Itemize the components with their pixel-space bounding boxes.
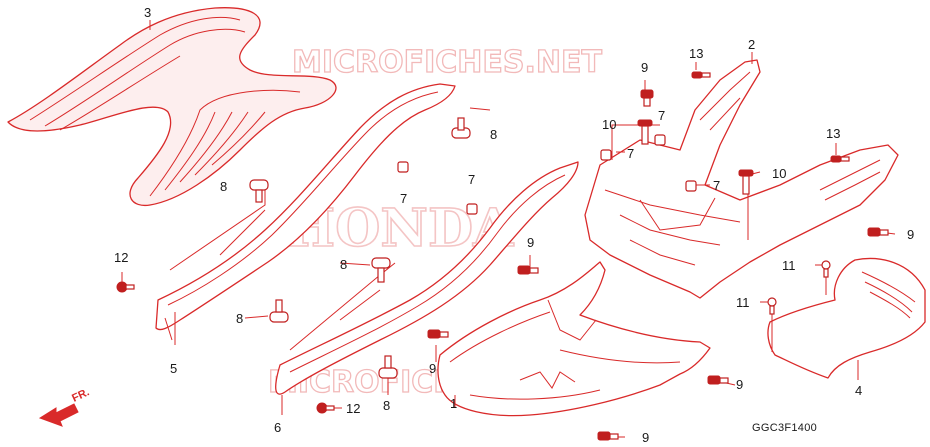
fastener-screw-13a — [691, 71, 711, 79]
fastener-nut-7e — [685, 180, 697, 192]
callout-4: 4 — [855, 383, 862, 398]
callout-9-lower-left: 9 — [429, 361, 436, 376]
callout-11-lower: 11 — [736, 295, 750, 310]
callout-10-left: 10 — [602, 117, 616, 132]
watermark-top: MICROFICHES.NET — [292, 45, 603, 80]
fastener-nut-7a — [397, 161, 409, 173]
callout-9-top: 9 — [641, 60, 648, 75]
callout-7-left: 7 — [400, 191, 407, 206]
callout-5: 5 — [170, 361, 177, 376]
part-5-side-cover-left — [155, 83, 456, 345]
fastener-screw-12a — [116, 281, 135, 293]
callout-12-bottom: 12 — [346, 401, 360, 416]
fastener-bolt-9d — [707, 375, 729, 385]
fastener-screw-11a — [821, 260, 831, 278]
fastener-clip-8a — [249, 179, 269, 203]
callout-10-right: 10 — [772, 166, 786, 181]
fastener-screw-13b — [830, 155, 850, 163]
callout-6: 6 — [274, 420, 281, 435]
callout-8-upper-right: 8 — [490, 127, 497, 142]
callout-12-left: 12 — [114, 250, 128, 265]
part-4-inner-cover — [767, 257, 926, 380]
callout-7-frame-right: 7 — [713, 178, 720, 193]
callout-1: 1 — [450, 396, 457, 411]
front-direction-label: FR. — [70, 386, 91, 404]
part-3-floor-mat — [7, 7, 337, 207]
callout-2: 2 — [748, 37, 755, 52]
part-2-under-cover — [584, 52, 899, 299]
fastener-bolt-9f — [867, 227, 889, 237]
fastener-bolt-9c — [427, 329, 449, 339]
fastener-clip-8b — [451, 117, 471, 139]
fastener-bolt-10a — [637, 119, 653, 145]
callout-13-right: 13 — [826, 126, 840, 141]
callout-9-right: 9 — [907, 227, 914, 242]
callout-8-upper-left: 8 — [220, 179, 227, 194]
fastener-clip-8e — [378, 355, 398, 379]
fastener-nut-7c — [600, 149, 612, 161]
callout-7-frame-top: 7 — [658, 108, 665, 123]
fastener-bolt-9a — [640, 89, 654, 107]
fastener-nut-7b — [466, 203, 478, 215]
callout-9-lower-right: 9 — [736, 377, 743, 392]
part-1-floor-panel — [437, 261, 711, 417]
callout-9-center: 9 — [527, 235, 534, 250]
callout-3: 3 — [144, 5, 151, 20]
fastener-screw-11b — [767, 297, 777, 315]
diagram-code: GGC3F1400 — [752, 422, 817, 434]
callout-11-upper: 11 — [782, 258, 796, 273]
fastener-clip-8c — [371, 257, 391, 283]
callout-7-frame-left: 7 — [627, 146, 634, 161]
callout-7-middle: 7 — [468, 172, 475, 187]
callout-8-center: 8 — [340, 257, 347, 272]
part-6-side-cover-right — [275, 161, 579, 415]
callout-8-bottom: 8 — [383, 398, 390, 413]
callout-9-bottom: 9 — [642, 430, 649, 445]
callout-13-top: 13 — [689, 46, 703, 61]
fastener-bolt-9b — [517, 265, 539, 275]
fastener-nut-7d — [654, 134, 666, 146]
front-direction-arrow: FR. — [38, 386, 91, 427]
fastener-bolt-10b — [738, 169, 754, 195]
callout-8-lower-left: 8 — [236, 311, 243, 326]
fastener-clip-8d — [269, 299, 289, 323]
fastener-bolt-9e — [597, 431, 619, 441]
fastener-screw-12b — [316, 402, 335, 414]
